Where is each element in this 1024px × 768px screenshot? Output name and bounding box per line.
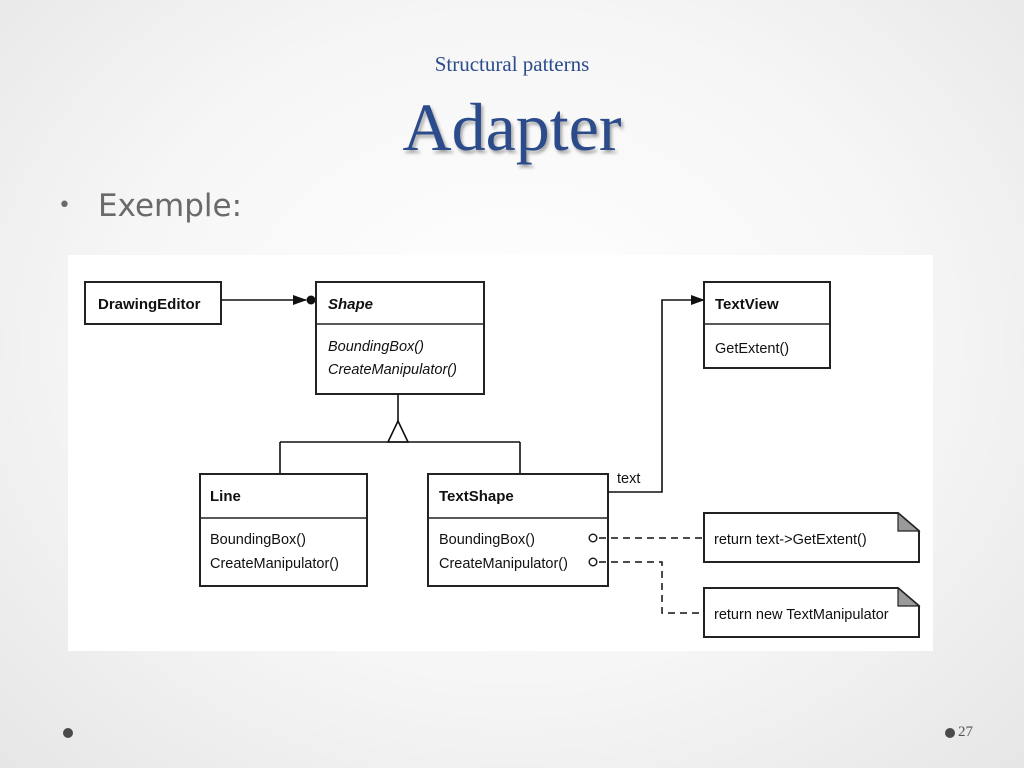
- multiplicity-dot-icon: [306, 295, 316, 305]
- bullet-text: Exemple:: [98, 188, 243, 224]
- class-textshape-name: TextShape: [439, 488, 514, 505]
- class-line-op: BoundingBox(): [210, 532, 306, 548]
- note-text: return text->GetExtent(): [714, 532, 867, 548]
- uml-diagram-canvas: DrawingEditor Shape BoundingBox() Create…: [84, 281, 921, 638]
- decorative-dot-icon: [945, 728, 955, 738]
- page-number: 27: [958, 724, 973, 740]
- class-drawing-editor-name: DrawingEditor: [98, 296, 201, 313]
- class-textshape-op: CreateManipulator(): [439, 556, 568, 572]
- class-textview: TextView GetExtent(): [703, 281, 831, 369]
- class-shape-op: BoundingBox(): [328, 339, 424, 355]
- class-shape: Shape BoundingBox() CreateManipulator(): [315, 281, 485, 395]
- note-anchor-circle-icon: [588, 557, 598, 567]
- class-textview-op: GetExtent(): [715, 341, 789, 357]
- slide-title: Adapter: [402, 89, 622, 165]
- assoc-textshape-textview: text: [608, 295, 705, 493]
- assoc-drawingeditor-shape: [221, 295, 316, 305]
- class-shape-op: CreateManipulator(): [328, 362, 457, 378]
- uml-diagram: DrawingEditor Shape BoundingBox() Create…: [68, 255, 933, 651]
- inheritance-triangle-icon: [386, 419, 410, 443]
- class-textshape-op: BoundingBox(): [439, 532, 535, 548]
- note-textmanipulator: return new TextManipulator: [703, 586, 921, 638]
- class-line: Line BoundingBox() CreateManipulator(): [199, 473, 368, 587]
- class-line-op: CreateManipulator(): [210, 556, 339, 572]
- class-textview-name: TextView: [715, 296, 779, 313]
- class-drawing-editor: DrawingEditor: [84, 281, 222, 325]
- class-textshape: TextShape BoundingBox() CreateManipulato…: [427, 473, 609, 587]
- decorative-dot-icon: [63, 728, 73, 738]
- slide-subtitle: Structural patterns: [434, 52, 590, 76]
- note-anchor-icons: [588, 533, 598, 567]
- bullet-icon: •: [58, 193, 71, 218]
- class-shape-name: Shape: [328, 296, 373, 313]
- note-fold-icon: [897, 511, 921, 532]
- inheritance-connector: [279, 394, 521, 474]
- note-anchor-circle-icon: [588, 533, 598, 543]
- note-getextent: return text->GetExtent(): [703, 511, 921, 563]
- note-connectors: [599, 537, 704, 614]
- bullet-item: • Exemple:: [58, 188, 242, 224]
- class-line-name: Line: [210, 488, 241, 505]
- note-fold-icon: [897, 586, 921, 607]
- assoc-role-label: text: [617, 471, 640, 487]
- note-text: return new TextManipulator: [714, 607, 889, 623]
